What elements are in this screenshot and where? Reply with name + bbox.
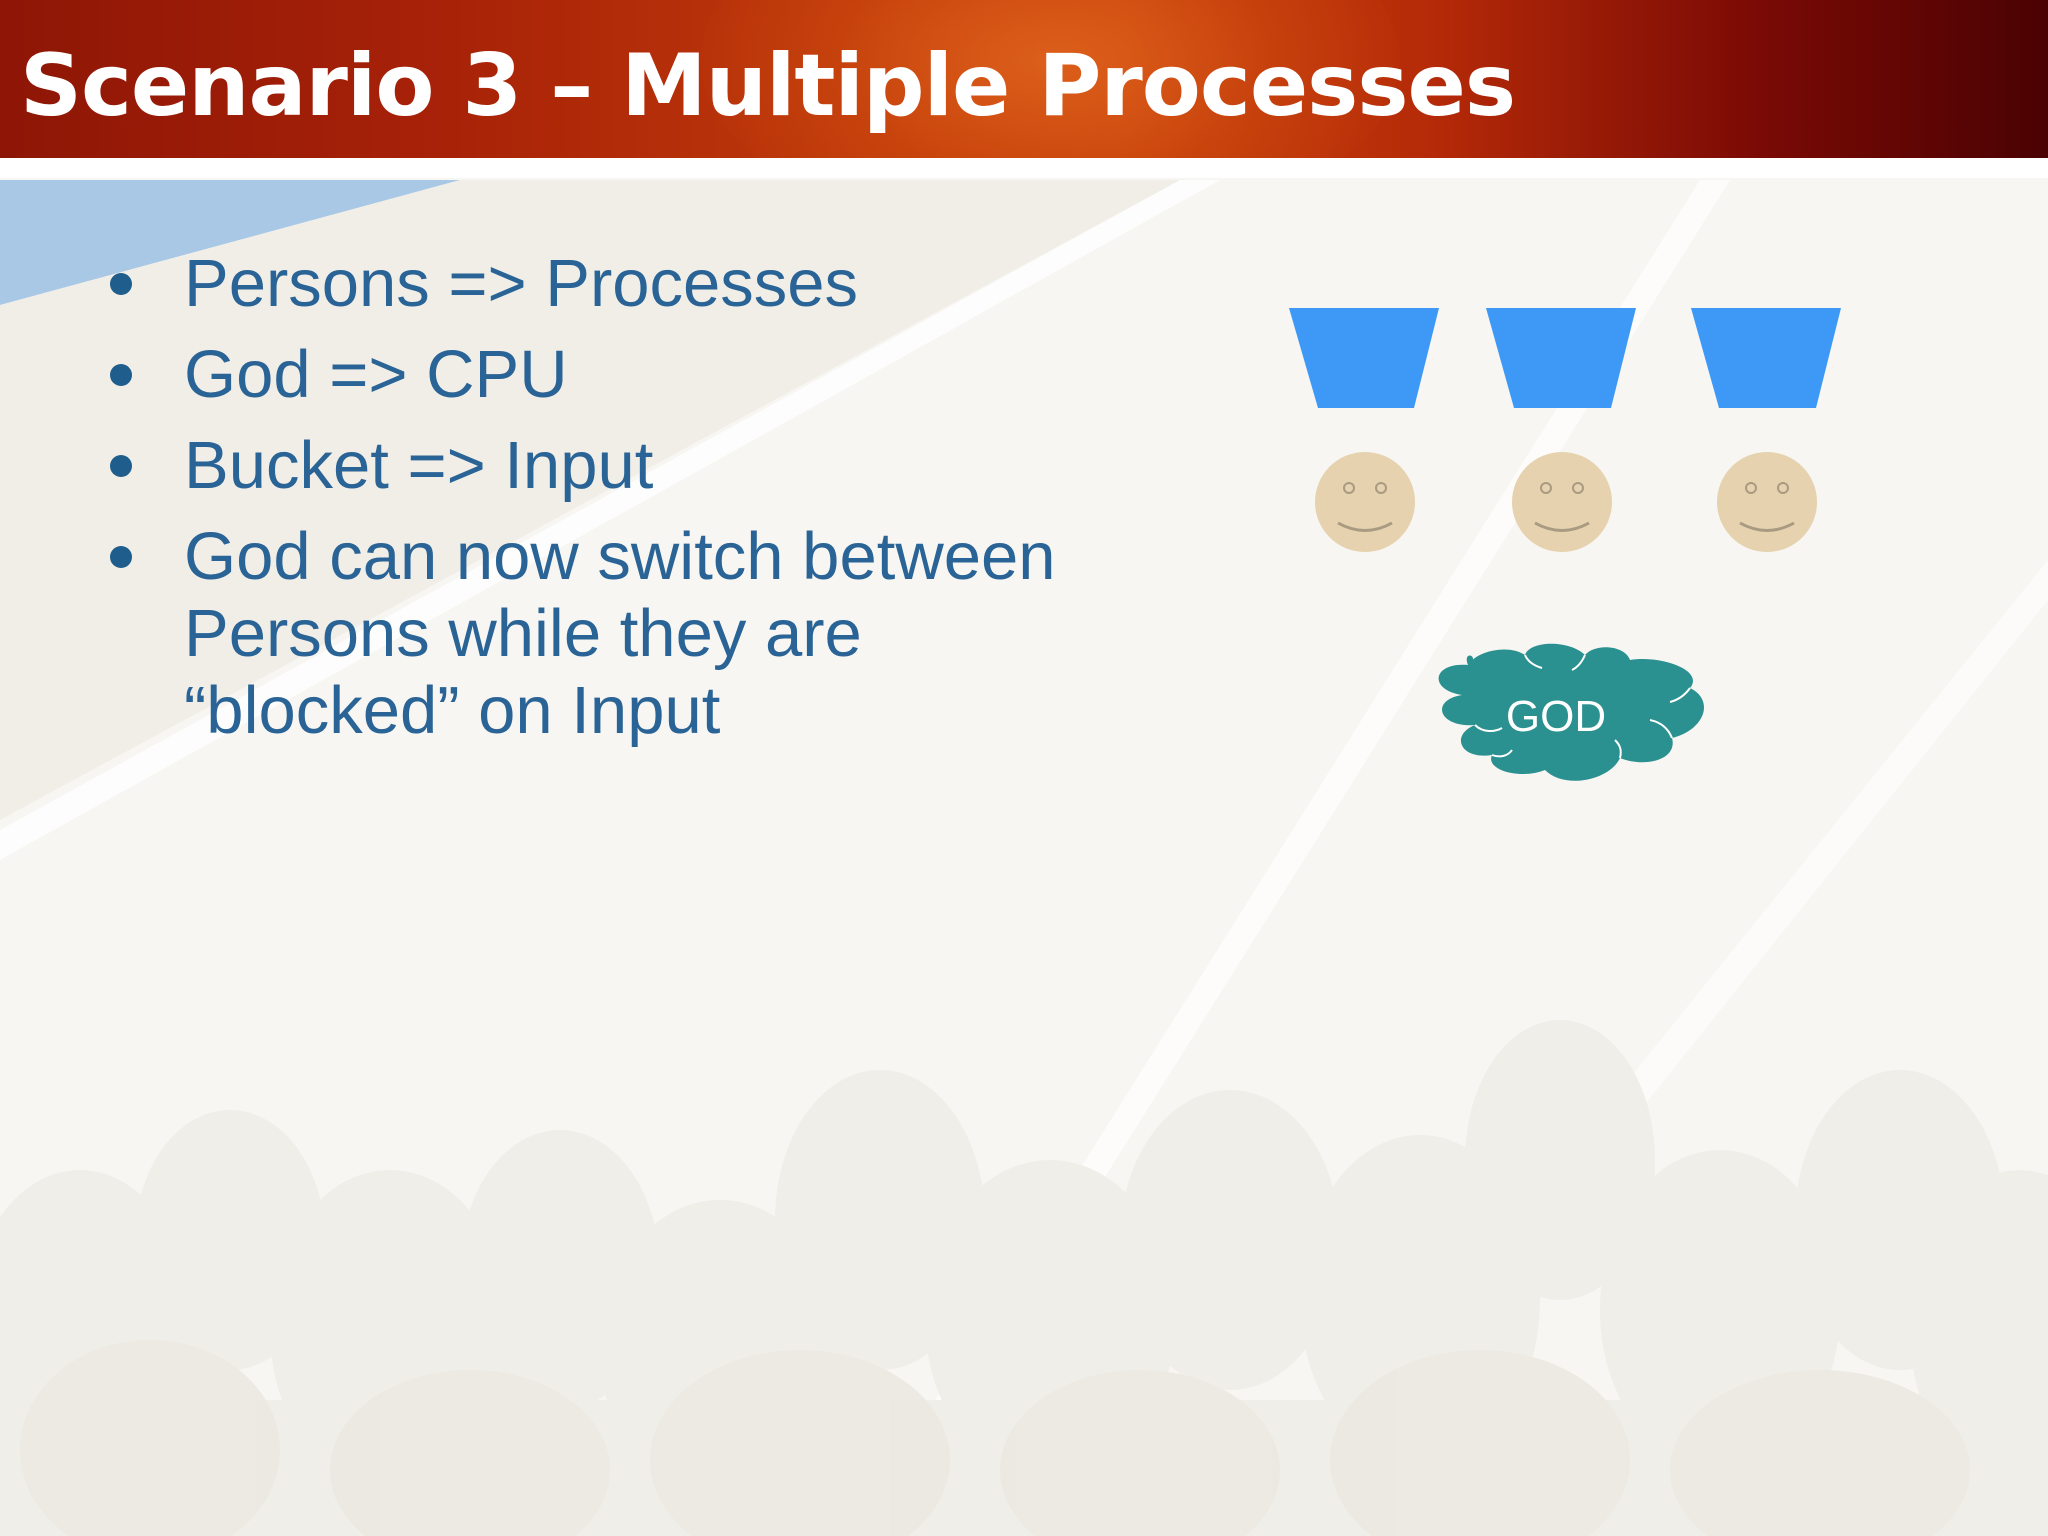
- bucket-icon: [1486, 308, 1636, 408]
- slide-title: Scenario 3 – Multiple Processes: [20, 36, 1516, 136]
- bullet-text: Bucket => Input: [184, 428, 654, 503]
- bullet-icon: [110, 364, 132, 386]
- bullet-item: Bucket => Input: [100, 427, 1100, 504]
- bullet-list: Persons => Processes God => CPU Bucket =…: [100, 245, 1100, 763]
- bullet-icon: [110, 455, 132, 477]
- bullet-icon: [110, 546, 132, 568]
- bullet-item: God => CPU: [100, 336, 1100, 413]
- title-bar: Scenario 3 – Multiple Processes: [0, 0, 2048, 158]
- smiley-face-icon: [1512, 452, 1612, 552]
- bullet-text: Persons => Processes: [184, 246, 859, 321]
- god-label: GOD: [1505, 692, 1607, 741]
- bullet-icon: [110, 273, 132, 295]
- bullet-text: God => CPU: [184, 337, 568, 412]
- bullet-item: God can now switch between Persons while…: [100, 518, 1084, 749]
- title-glow: [700, 0, 1400, 158]
- bullet-item: Persons => Processes: [100, 245, 1100, 322]
- bucket-icon: [1289, 308, 1439, 408]
- smiley-face-icon: [1717, 452, 1817, 552]
- bullet-text: God can now switch between Persons while…: [184, 519, 1056, 748]
- title-divider: [0, 158, 2048, 178]
- smiley-face-icon: [1315, 452, 1415, 552]
- cloud-icon: [1438, 643, 1704, 781]
- bucket-icon: [1691, 308, 1841, 408]
